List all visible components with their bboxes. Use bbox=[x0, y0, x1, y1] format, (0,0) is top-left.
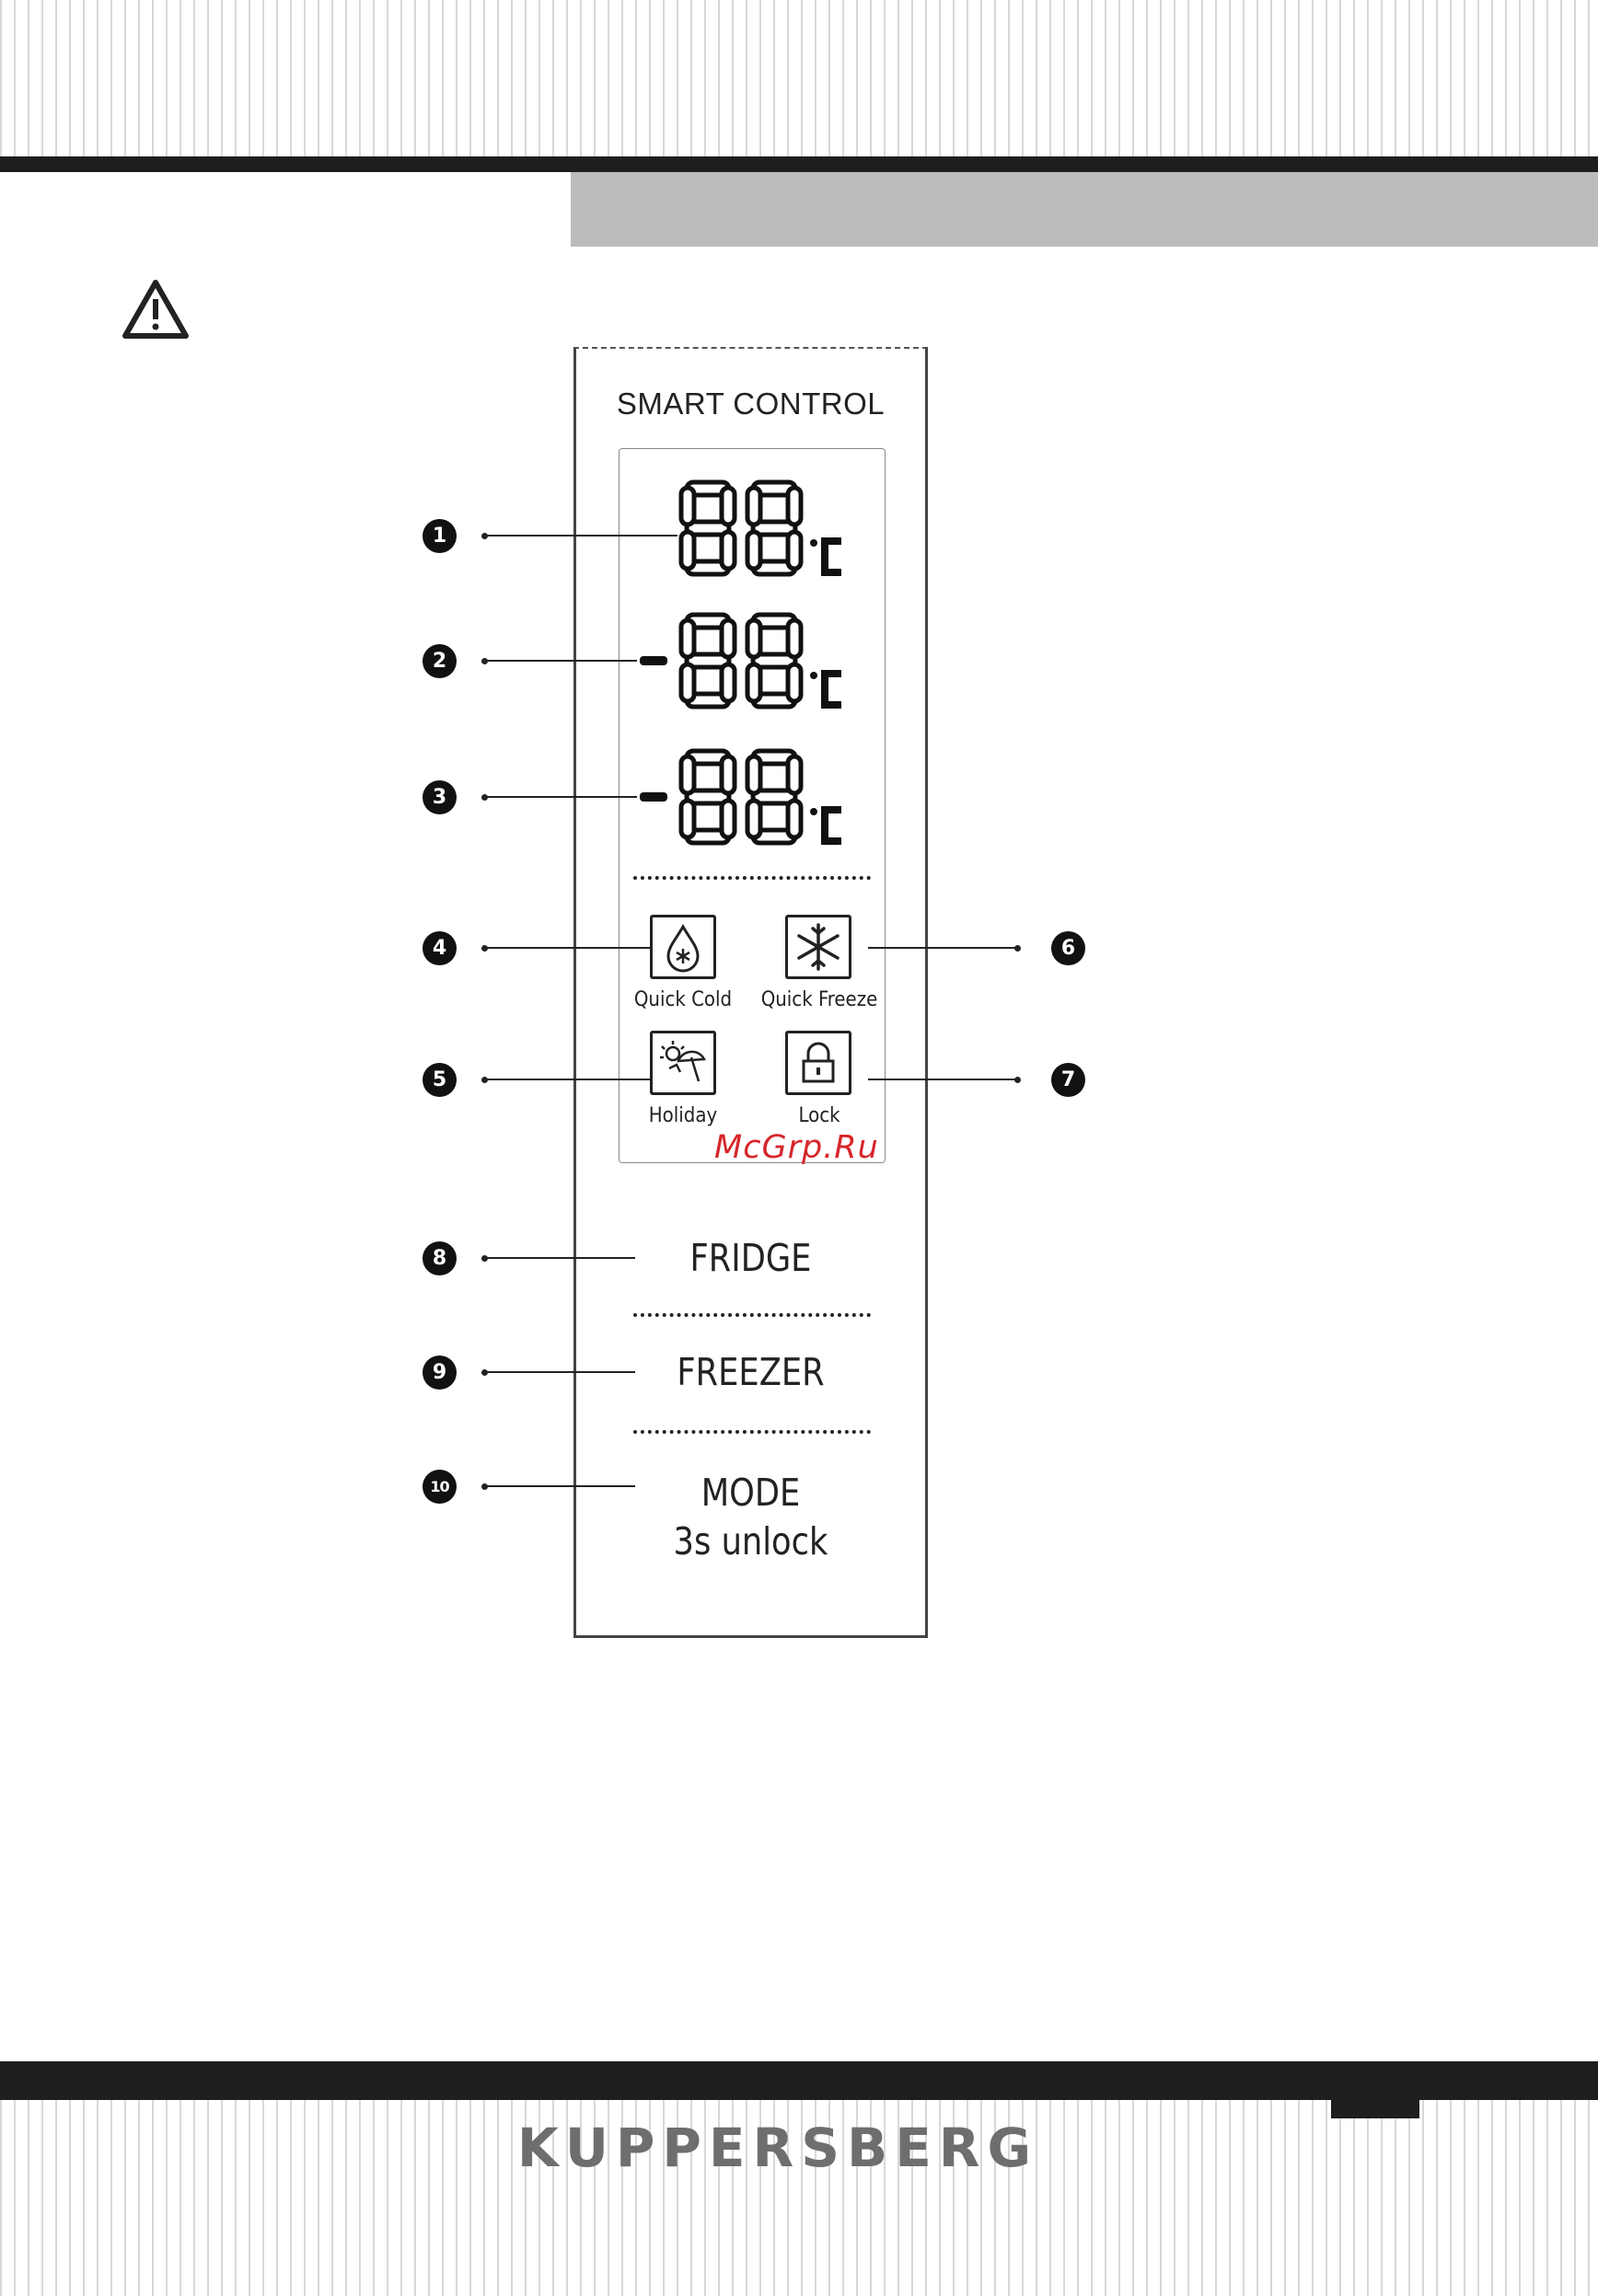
header-stripes bbox=[0, 0, 1598, 156]
leader-line bbox=[484, 1257, 635, 1259]
holiday-icon bbox=[653, 1033, 713, 1092]
temperature-display-3 bbox=[635, 745, 874, 851]
lock-button[interactable] bbox=[785, 1031, 851, 1095]
callout-9: 9 bbox=[423, 1356, 457, 1390]
leader-line bbox=[484, 947, 650, 949]
callout-8: 8 bbox=[423, 1241, 457, 1275]
holiday-label: Holiday bbox=[619, 1104, 747, 1127]
temperature-display-2 bbox=[635, 609, 874, 715]
quick-cold-button[interactable] bbox=[650, 915, 716, 979]
separator bbox=[633, 1313, 871, 1317]
separator bbox=[633, 876, 871, 880]
brand-logo: KUPPERSBERG bbox=[515, 2117, 1040, 2179]
callout-3: 3 bbox=[423, 780, 457, 814]
leader-line bbox=[484, 1079, 650, 1080]
freezer-button[interactable]: FREEZER bbox=[598, 1350, 903, 1394]
header-bar bbox=[0, 156, 1598, 172]
separator bbox=[633, 1430, 871, 1434]
leader-line bbox=[484, 1485, 635, 1487]
callout-7: 7 bbox=[1051, 1063, 1085, 1097]
footer-bar bbox=[0, 2061, 1598, 2100]
quick-freeze-button[interactable] bbox=[785, 915, 851, 979]
leader-line bbox=[484, 1371, 635, 1373]
callout-2: 2 bbox=[423, 644, 457, 678]
temperature-display-1 bbox=[635, 477, 874, 583]
page-tab bbox=[1331, 2100, 1419, 2118]
callout-4: 4 bbox=[423, 931, 457, 965]
panel-title: SMART CONTROL bbox=[573, 387, 928, 421]
mode-button[interactable]: MODE bbox=[598, 1471, 903, 1515]
leader-dot bbox=[1014, 1077, 1021, 1083]
callout-5: 5 bbox=[423, 1063, 457, 1097]
leader-line bbox=[868, 1079, 1017, 1080]
warning-icon bbox=[122, 279, 190, 340]
callout-1: 1 bbox=[423, 519, 457, 553]
watermark: McGrp.Ru bbox=[714, 1129, 879, 1166]
quick-cold-label: Quick Cold bbox=[619, 988, 747, 1011]
mode-unlock-hint: 3s unlock bbox=[598, 1519, 903, 1563]
lock-icon bbox=[788, 1033, 849, 1092]
callout-10: 10 bbox=[423, 1470, 457, 1504]
water-drop-icon bbox=[653, 917, 713, 976]
callout-6: 6 bbox=[1051, 931, 1085, 965]
section-title-band bbox=[571, 172, 1598, 247]
leader-line bbox=[484, 660, 637, 662]
holiday-button[interactable] bbox=[650, 1031, 716, 1095]
snowflake-icon bbox=[788, 917, 849, 976]
fridge-button[interactable]: FRIDGE bbox=[598, 1236, 903, 1280]
quick-freeze-label: Quick Freeze bbox=[750, 988, 888, 1011]
leader-line bbox=[868, 947, 1017, 949]
leader-line bbox=[484, 535, 677, 537]
lock-label: Lock bbox=[755, 1104, 884, 1127]
leader-line bbox=[484, 796, 637, 798]
leader-dot bbox=[1014, 945, 1021, 952]
